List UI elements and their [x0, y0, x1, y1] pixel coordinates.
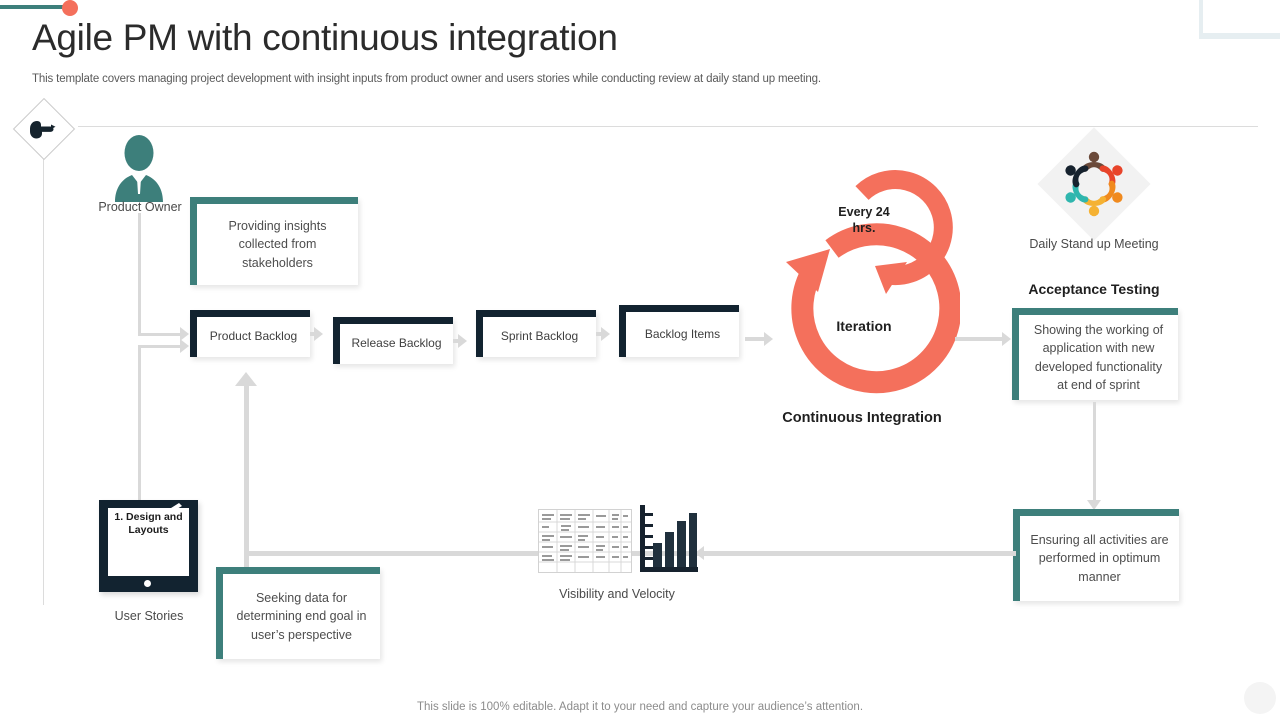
connector-us-to-backlog [138, 345, 180, 348]
connector-feedback-vertical [244, 385, 249, 575]
user-stories-tablet-icon: 1. Design and Layouts [99, 500, 198, 592]
user-stories-note-card: Seeking data for determining end goal in… [216, 567, 380, 659]
tablet-screen [108, 508, 189, 576]
product-owner-note-card: Providing insights collected from stakeh… [190, 197, 358, 285]
arrow-us-to-backlog [180, 339, 189, 353]
bracket-vertical [1199, 0, 1203, 37]
connector-po-to-backlog [138, 333, 180, 336]
footer-note: This slide is 100% editable. Adapt it to… [416, 701, 864, 713]
top-left-accent-dot [62, 0, 78, 16]
user-stories-note-text: Seeking data for determining end goal in… [236, 591, 367, 642]
visibility-velocity-label: Visibility and Velocity [559, 587, 675, 601]
team-circle-icon [1065, 151, 1123, 217]
top-left-accent-bar [0, 5, 72, 9]
daily-standup-icon-wrap [1037, 127, 1151, 241]
connector-loop-to-acceptance [955, 337, 1005, 341]
continuous-integration-label: Continuous Integration [782, 410, 942, 426]
top-right-corner-bracket [1185, 0, 1280, 40]
bottom-right-accent-circle [1244, 682, 1276, 714]
connector-pipeline-3 [596, 332, 605, 336]
pipeline-label: Sprint Backlog [500, 329, 579, 344]
connector-pipeline-1 [310, 332, 318, 336]
ensuring-activities-card: Ensuring all activities are performed in… [1013, 509, 1179, 601]
tablet-screen-text: 1. Design and Layouts [114, 511, 183, 537]
arrow-feedback-up [235, 372, 257, 386]
top-guide-line [78, 126, 1258, 127]
arrow-po-to-backlog [180, 327, 189, 341]
connector-us-vertical [138, 345, 141, 500]
pipeline-box-backlog-items[interactable]: Backlog Items [619, 305, 739, 357]
acceptance-testing-heading: Acceptance Testing [1028, 281, 1160, 297]
page-subtitle: This template covers managing project de… [32, 73, 821, 85]
bracket-horizontal [1199, 33, 1280, 39]
pipeline-box-release-backlog[interactable]: Release Backlog [333, 317, 453, 364]
connector-acceptance-to-ensuring [1093, 402, 1096, 504]
pointing-hand-icon [30, 121, 56, 139]
tablet-home-dot [144, 580, 151, 587]
connector-pipeline-2 [453, 339, 462, 343]
acceptance-testing-card: Showing the working of application with … [1012, 308, 1178, 400]
arrow-feedback-left-mid [695, 546, 704, 560]
product-owner-label: Product Owner [98, 200, 182, 214]
acceptance-testing-text: Showing the working of application with … [1033, 323, 1164, 392]
person-silhouette-icon [115, 135, 163, 202]
iteration-center-label: Iteration [836, 318, 892, 334]
product-owner-note-text: Providing insights collected from stakeh… [228, 219, 327, 270]
pipeline-label: Backlog Items [644, 326, 721, 341]
continuous-integration-loop-icon [786, 170, 960, 394]
pipeline-box-product-backlog[interactable]: Product Backlog [190, 310, 310, 357]
iteration-frequency-label: Every 24 hrs. [838, 205, 890, 236]
pipeline-label: Product Backlog [209, 329, 298, 344]
left-guide-line [43, 130, 44, 605]
pointer-marker [12, 97, 76, 161]
arrow-loop-to-acceptance [1002, 332, 1011, 346]
bar-chart-icon [640, 505, 698, 572]
connector-po-vertical [138, 213, 141, 335]
connector-ensuring-left [1004, 551, 1016, 556]
page-title: Agile PM with continuous integration [32, 17, 618, 58]
ensuring-activities-text: Ensuring all activities are performed in… [1030, 533, 1169, 584]
pencil-slash-icon [165, 503, 182, 514]
arrow-pipeline-2 [458, 334, 467, 348]
arrow-pipeline-4 [764, 332, 773, 346]
arrow-pipeline-3 [601, 327, 610, 341]
pipeline-box-sprint-backlog[interactable]: Sprint Backlog [476, 310, 596, 357]
spreadsheet-icon [538, 509, 632, 573]
daily-standup-label: Daily Stand up Meeting [1029, 237, 1159, 251]
user-stories-label: User Stories [114, 609, 184, 623]
connector-pipeline-4 [745, 337, 767, 341]
arrow-pipeline-1 [314, 327, 323, 341]
arrow-acceptance-to-ensuring [1087, 500, 1101, 510]
pipeline-label: Release Backlog [351, 336, 442, 351]
